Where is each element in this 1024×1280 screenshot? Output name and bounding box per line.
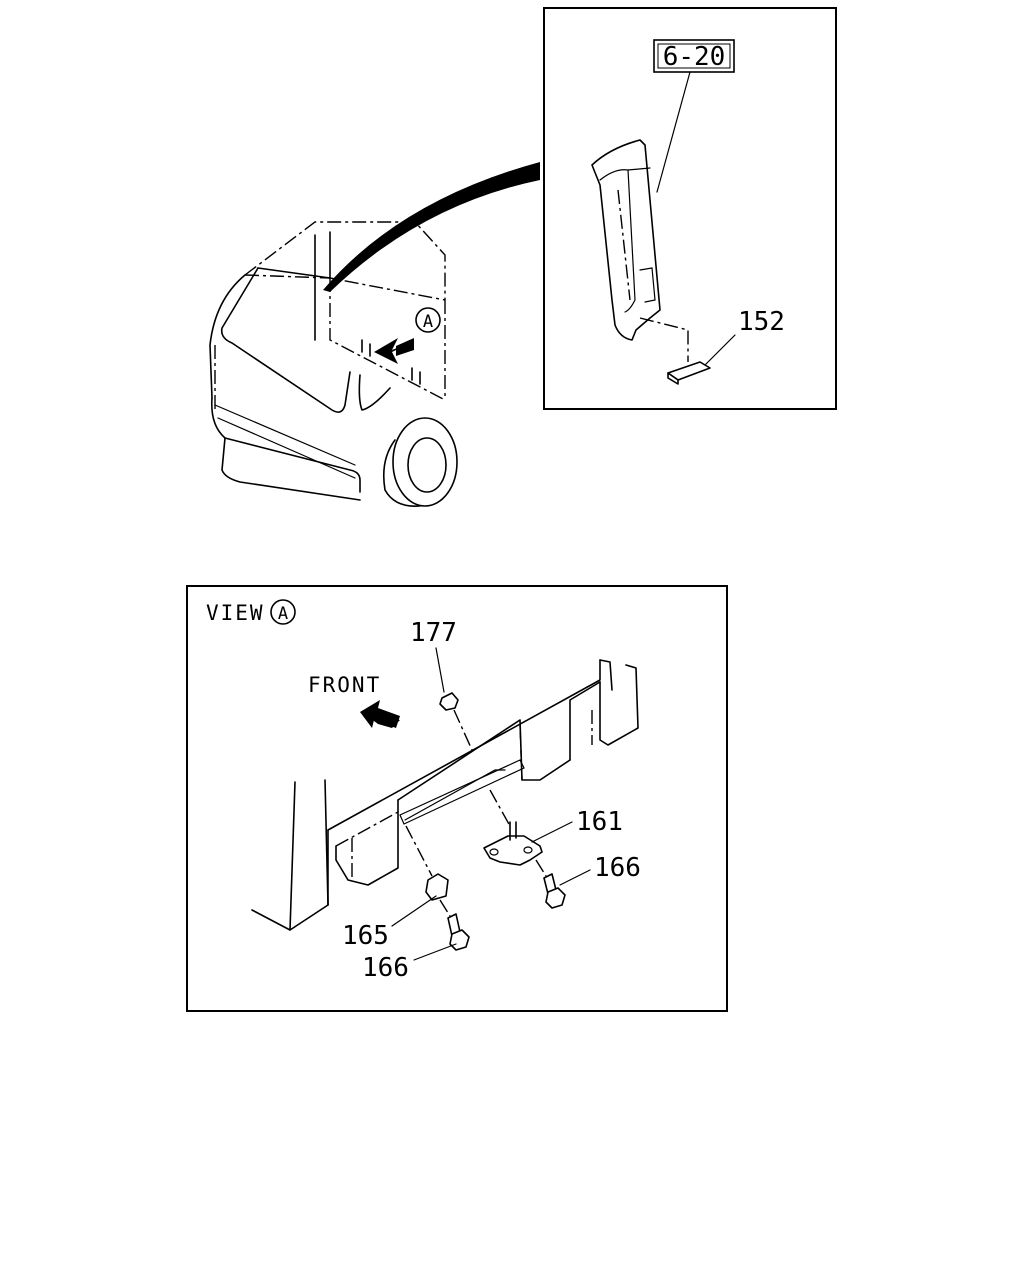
bracket-165 (405, 825, 449, 901)
leader-166-right (559, 869, 591, 886)
nut-177 (435, 647, 473, 751)
frame-structure (251, 659, 639, 931)
clip-152 (639, 317, 711, 385)
callout-152: 152 (738, 307, 785, 337)
detail-leader-sweep (323, 162, 540, 292)
view-title: VIEW (206, 601, 265, 625)
view-direction-arrow (374, 338, 412, 364)
leader-166-left (413, 943, 457, 961)
leader-161 (531, 821, 573, 843)
callout-166-left: 166 (362, 953, 409, 983)
ref-box-label: 6-20 (663, 42, 726, 72)
truck-cab-illustration (209, 162, 540, 507)
leader-165 (391, 895, 437, 927)
bolt-166-right (535, 859, 566, 909)
bolt-166-left (439, 899, 470, 951)
view-marker-letter: A (278, 604, 288, 624)
callout-177: 177 (410, 618, 457, 648)
leader-6-20 (656, 71, 691, 193)
callout-166-right: 166 (594, 853, 641, 883)
callout-165: 165 (342, 921, 389, 951)
ref-box-6-20 (653, 39, 735, 73)
callout-161: 161 (576, 807, 623, 837)
cab-view-marker: A (423, 312, 433, 332)
leader-152 (704, 334, 736, 366)
pillar-trim-part (591, 139, 661, 341)
bracket-161 (483, 789, 543, 866)
front-label: FRONT (308, 673, 381, 697)
pillar-detail-frame (543, 7, 837, 410)
view-circle-marker (270, 599, 296, 625)
